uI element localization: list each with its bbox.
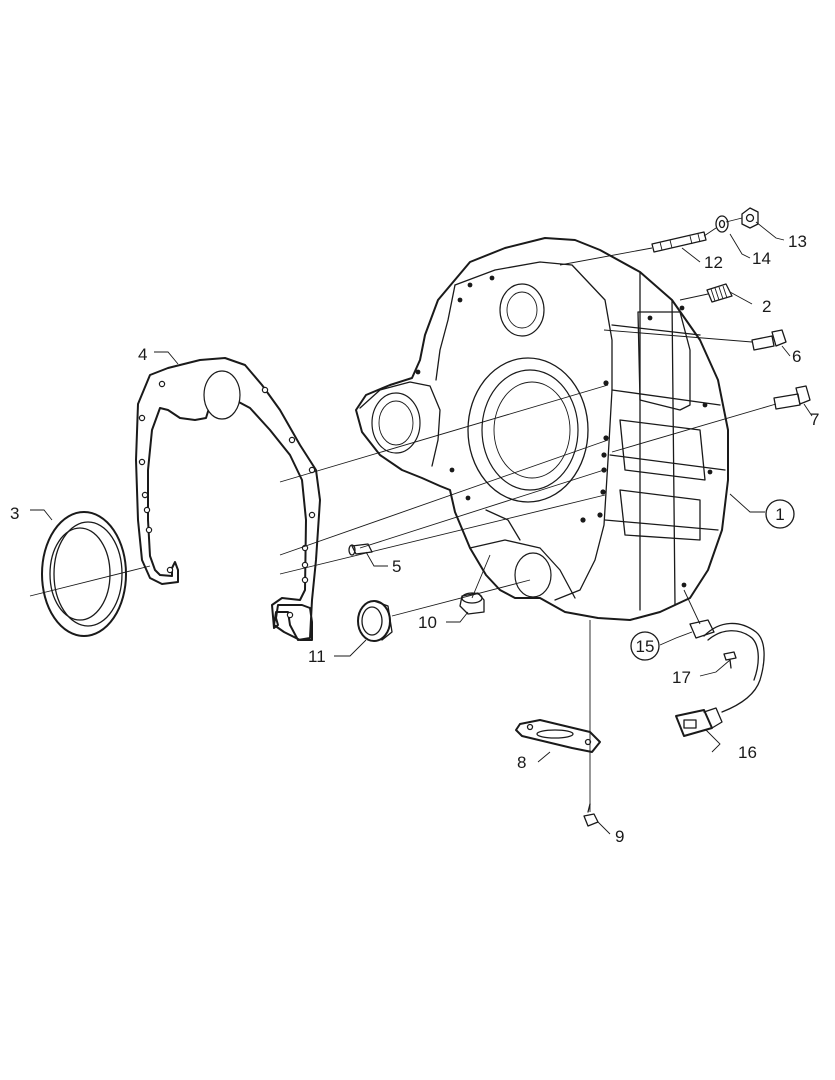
callout-14: 14 — [752, 249, 771, 268]
gasket-bore — [203, 370, 241, 420]
callout-9: 9 — [615, 827, 624, 846]
callout-12: 12 — [704, 253, 723, 272]
flywheel-housing — [355, 237, 729, 621]
callout-ring-1 — [765, 499, 795, 529]
flange-bolt-holes — [415, 275, 713, 588]
lower-bore — [514, 552, 552, 598]
threaded-plug — [706, 283, 733, 303]
drain-plug — [459, 592, 485, 615]
callout-8: 8 — [517, 753, 526, 772]
washer — [715, 215, 729, 233]
callout-10: 10 — [418, 613, 437, 632]
callout-4: 4 — [138, 345, 147, 364]
callout-15: 15 — [636, 637, 655, 656]
top-bore — [499, 283, 545, 337]
callout-7: 7 — [810, 410, 819, 429]
callout-6: 6 — [792, 347, 801, 366]
callout-16: 16 — [738, 743, 757, 762]
callout-ring-15 — [630, 631, 660, 661]
callout-17: 17 — [672, 668, 691, 687]
bolt-short — [751, 329, 787, 351]
callout-11: 11 — [308, 647, 326, 666]
gasket — [135, 357, 321, 641]
rear-crankshaft-seal — [41, 511, 127, 637]
leader-lines — [30, 221, 813, 835]
cover-plate — [515, 719, 601, 753]
alignment-lines — [29, 217, 777, 812]
main-bore — [481, 369, 579, 491]
cap-plug — [357, 600, 393, 642]
callout-3: 3 — [10, 504, 19, 523]
clamp-screw — [723, 651, 737, 669]
callout-2: 2 — [762, 297, 771, 316]
gasket-holes — [138, 380, 316, 619]
harness-connector — [675, 707, 723, 737]
callouts: 1 2 3 4 5 6 7 8 9 10 11 12 13 14 15 16 1… — [10, 232, 819, 846]
stud — [651, 231, 707, 253]
callout-1: 1 — [775, 505, 784, 524]
callout-5: 5 — [392, 557, 401, 576]
speed-sensor — [689, 619, 765, 713]
screw — [583, 803, 599, 827]
nut — [741, 207, 759, 229]
bolt-long — [773, 385, 811, 410]
callout-13: 13 — [788, 232, 807, 251]
